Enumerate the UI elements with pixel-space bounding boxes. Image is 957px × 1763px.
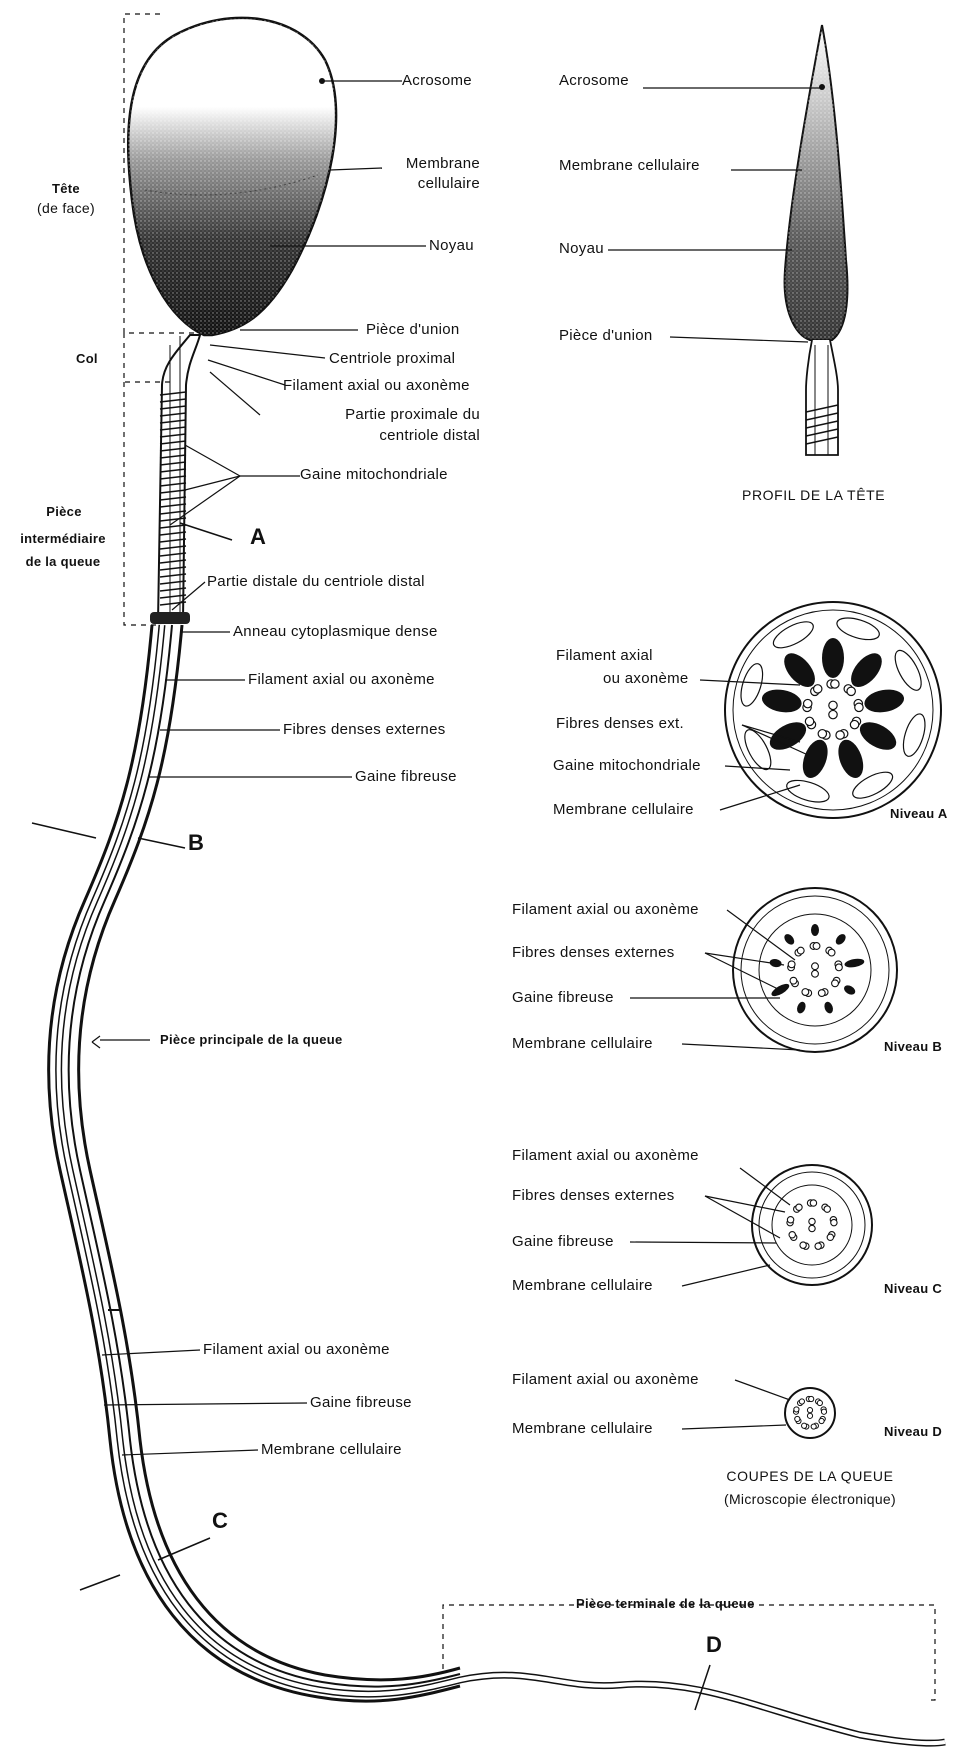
section-b-gaine: Gaine fibreuse xyxy=(512,989,614,1006)
section-letter-d: D xyxy=(706,1636,722,1653)
section-d-filament: Filament axial ou axonème xyxy=(512,1371,699,1388)
label-partie-proximale-1: Partie proximale du xyxy=(280,406,480,423)
profile-label-acrosome: Acrosome xyxy=(559,72,629,89)
label-membrane-2: cellulaire xyxy=(330,175,480,192)
sections-caption-1: COUPES DE LA QUEUE xyxy=(690,1468,930,1485)
section-b-drawing xyxy=(733,888,897,1052)
region-tete-sub: (de face) xyxy=(20,200,112,217)
section-a-filament-2: ou axonème xyxy=(603,670,689,687)
section-d-membrane: Membrane cellulaire xyxy=(512,1420,653,1437)
section-a-membrane: Membrane cellulaire xyxy=(553,801,694,818)
section-b-membrane: Membrane cellulaire xyxy=(512,1035,653,1052)
label-piece-union: Pièce d'union xyxy=(366,321,460,338)
section-letter-a: A xyxy=(250,528,266,545)
label-membrane-cellulaire: Membrane cellulaire xyxy=(261,1441,402,1458)
section-c-level: Niveau C xyxy=(884,1280,942,1297)
main-head xyxy=(128,18,336,335)
label-filament-axial-2: Filament axial ou axonème xyxy=(248,671,435,688)
label-filament-axial: Filament axial ou axonème xyxy=(283,377,470,394)
section-b-fibres: Fibres denses externes xyxy=(512,944,675,961)
region-piece-principale: Pièce principale de la queue xyxy=(160,1031,343,1048)
profile-head xyxy=(785,25,848,455)
section-c-drawing xyxy=(752,1165,872,1285)
label-centriole-proximal: Centriole proximal xyxy=(329,350,455,367)
region-piece-intermediaire-3: de la queue xyxy=(4,553,122,570)
section-b-level: Niveau B xyxy=(884,1038,942,1055)
label-gaine-fibreuse: Gaine fibreuse xyxy=(355,768,457,785)
section-c-fibres: Fibres denses externes xyxy=(512,1187,675,1204)
section-a-fibres: Fibres denses ext. xyxy=(556,715,684,732)
section-a-level: Niveau A xyxy=(890,805,948,822)
label-gaine-mito: Gaine mitochondriale xyxy=(300,466,448,483)
section-letter-c: C xyxy=(212,1512,228,1529)
region-piece-terminale: Pièce terminale de la queue xyxy=(576,1595,755,1612)
label-noyau: Noyau xyxy=(429,237,474,254)
region-tete: Tête xyxy=(26,180,106,197)
label-anneau: Anneau cytoplasmique dense xyxy=(233,623,438,640)
section-b-filament: Filament axial ou axonème xyxy=(512,901,699,918)
main-neck-midpiece xyxy=(150,335,200,624)
section-a-filament-1: Filament axial xyxy=(556,647,653,664)
section-c-filament: Filament axial ou axonème xyxy=(512,1147,699,1164)
profile-label-membrane: Membrane cellulaire xyxy=(559,157,700,174)
section-a-gaine: Gaine mitochondriale xyxy=(553,757,701,774)
label-partie-distale: Partie distale du centriole distal xyxy=(207,573,425,590)
profile-label-piece-union: Pièce d'union xyxy=(559,327,653,344)
section-a-drawing xyxy=(725,602,941,818)
label-partie-proximale-2: centriole distal xyxy=(280,427,480,444)
label-acrosome: Acrosome xyxy=(402,72,472,89)
label-filament-axial-3: Filament axial ou axonème xyxy=(203,1341,390,1358)
label-gaine-fibreuse-2: Gaine fibreuse xyxy=(310,1394,412,1411)
profile-label-noyau: Noyau xyxy=(559,240,604,257)
sections-caption-2: (Microscopie électronique) xyxy=(690,1491,930,1508)
profile-caption: PROFIL DE LA TÊTE xyxy=(742,487,885,504)
label-membrane-1: Membrane xyxy=(330,155,480,172)
section-c-gaine: Gaine fibreuse xyxy=(512,1233,614,1250)
label-fibres-denses: Fibres denses externes xyxy=(283,721,446,738)
section-c-membrane: Membrane cellulaire xyxy=(512,1277,653,1294)
region-piece-intermediaire-1: Pièce xyxy=(10,503,118,520)
section-d-level: Niveau D xyxy=(884,1423,942,1440)
region-col: Col xyxy=(76,350,98,367)
region-piece-intermediaire-2: intermédiaire xyxy=(4,530,122,547)
section-d-drawing xyxy=(785,1388,835,1438)
section-cut-lines xyxy=(32,523,710,1710)
section-letter-b: B xyxy=(188,834,204,851)
